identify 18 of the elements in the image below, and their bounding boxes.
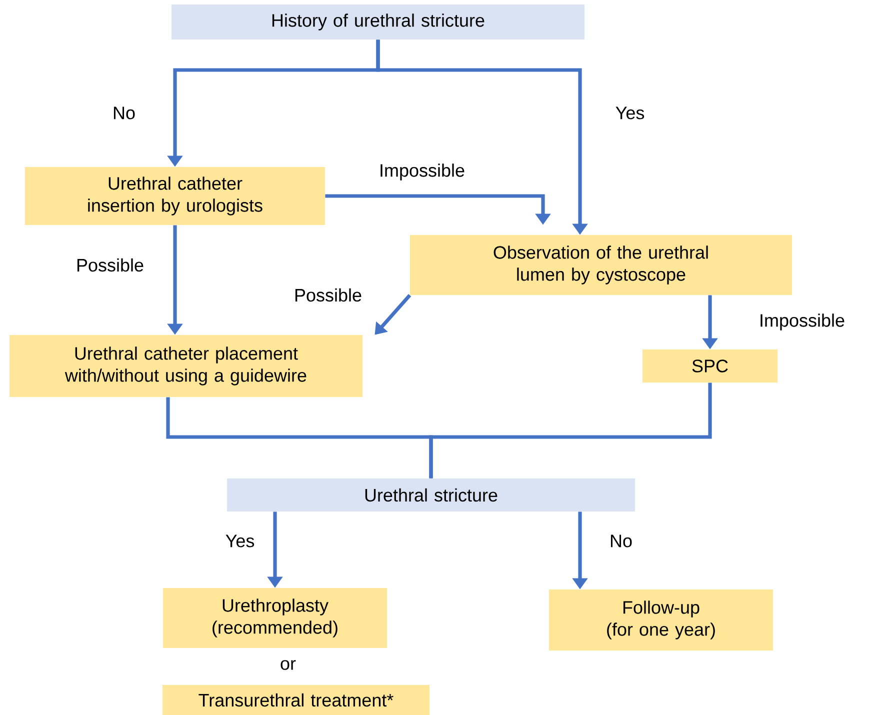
edge-label: No [112,106,136,120]
process-box: Urethral catheter placement with/without using a guidewire [10,335,362,397]
edge-label: Yes [224,534,256,548]
process-box: Follow-up (for one year) [549,590,773,650]
process-box: Transurethral treatment* [162,685,430,715]
edge-label: Yes [614,106,646,120]
connector-word: or [280,660,296,670]
edge-label: Impossible [758,312,846,332]
edge-label: Possible [74,257,146,273]
edge-label: Possible [292,287,364,303]
process-box: Observation of the urethral lumen by cystoscope [410,235,792,295]
process-box: Urethral stricture [227,478,635,512]
process-box: SPC [642,350,778,382]
process-box: Urethroplasty (recommended) [163,588,387,648]
edge-label: Impossible [378,162,466,182]
process-box: History of urethral stricture [172,4,584,40]
process-box: Urethral catheter insertion by urologists [25,167,325,225]
edge-label: No [608,534,634,548]
